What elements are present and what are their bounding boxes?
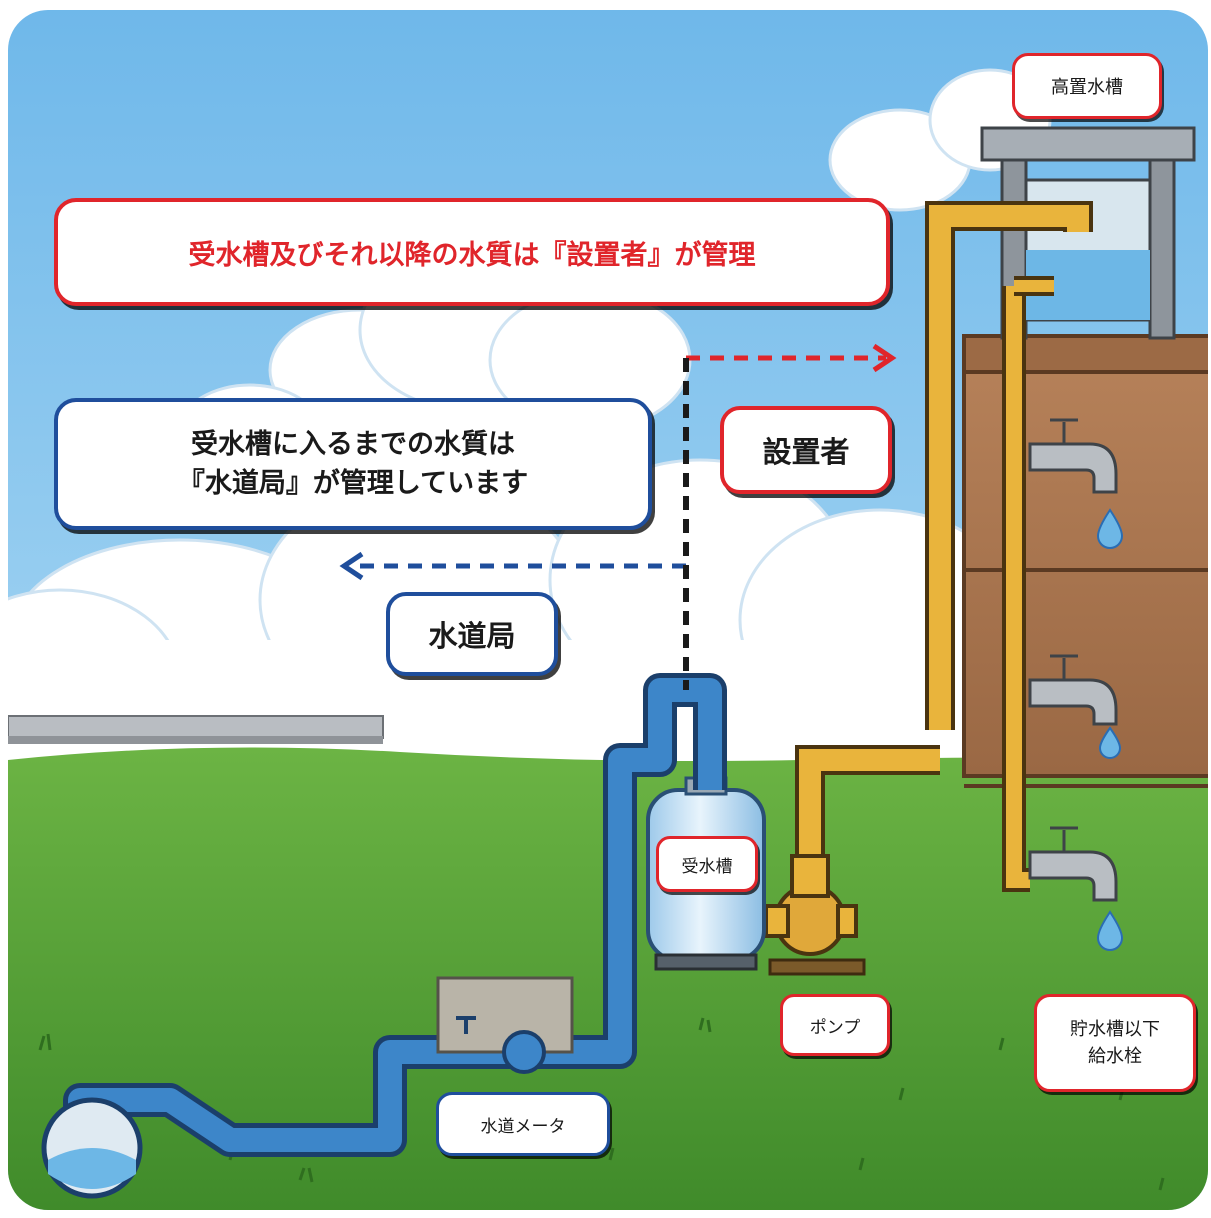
installer-label: 設置者 <box>720 406 892 494</box>
building <box>962 334 1208 778</box>
water-main <box>41 1097 143 1199</box>
elevated-tank-label: 高置水槽 <box>1012 53 1162 119</box>
receiving-tank-label: 受水槽 <box>656 836 758 892</box>
water-drop-icon <box>1096 508 1124 951</box>
elevated-tank <box>980 126 1196 340</box>
storage-tank-taps-label: 貯水槽以下 給水栓 <box>1034 994 1196 1092</box>
meter-box <box>436 976 574 1074</box>
arrowhead-left-icon <box>339 551 364 581</box>
installer-responsibility-banner: 受水槽及びそれ以降の水質は『設置者』が管理 <box>54 198 890 306</box>
boundary-wall <box>8 715 384 739</box>
water-meter-label: 水道メータ <box>436 1092 610 1156</box>
faucet-icon <box>1028 418 1118 902</box>
pump-label: ポンプ <box>780 994 890 1056</box>
arrowhead-right-icon <box>872 343 897 373</box>
water-bureau-label: 水道局 <box>386 592 558 676</box>
bureau-responsibility-banner: 受水槽に入るまでの水質は 『水道局』が管理しています <box>54 398 652 530</box>
yellow-pipes <box>795 201 1093 892</box>
pump <box>764 854 866 976</box>
